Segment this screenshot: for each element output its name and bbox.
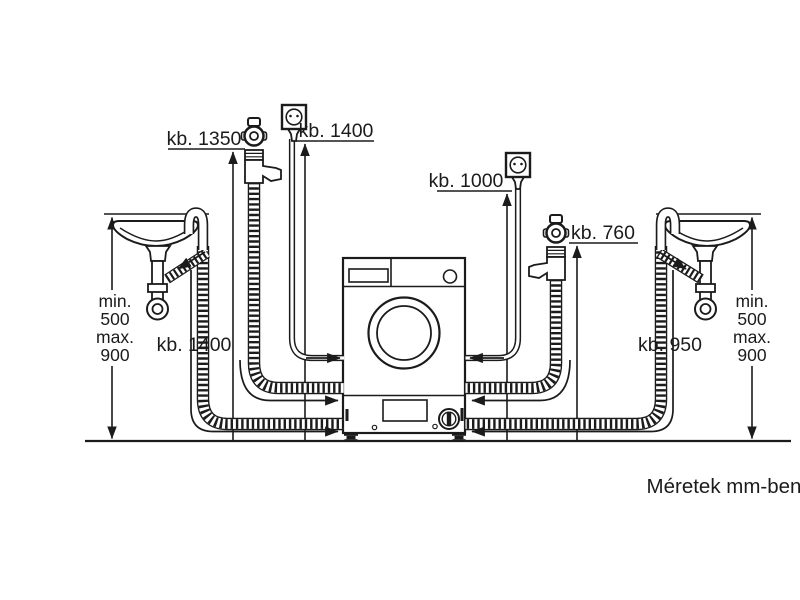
min-label: min. bbox=[735, 291, 768, 311]
label-cord-left: kb. 1400 bbox=[299, 120, 374, 142]
service-flap bbox=[382, 399, 428, 422]
program-knob bbox=[442, 269, 458, 284]
drain-pipe bbox=[151, 260, 164, 302]
label-drain-left: kb. 1400 bbox=[157, 334, 232, 356]
min-value: 500 bbox=[737, 309, 766, 329]
drain-hose-right bbox=[465, 246, 668, 431]
drain-hook-left bbox=[183, 207, 209, 250]
left-sink bbox=[111, 220, 200, 321]
detergent-drawer bbox=[348, 268, 389, 283]
drain-hose-left bbox=[196, 246, 344, 431]
height-range-right: min. 500 max. 900 bbox=[733, 291, 771, 365]
max-value: 900 bbox=[737, 345, 766, 365]
max-label: max. bbox=[733, 327, 771, 347]
supply-hose-left bbox=[247, 182, 344, 395]
connection-arrows bbox=[177, 251, 687, 437]
label-supply-left: kb. 1350 bbox=[167, 128, 242, 150]
max-label: max. bbox=[96, 327, 134, 347]
height-range-left: min. 500 max. 900 bbox=[96, 291, 134, 365]
label-supply-right: kb. 760 bbox=[571, 222, 635, 244]
units-caption: Méretek mm-ben bbox=[647, 475, 800, 498]
min-value: 500 bbox=[100, 309, 129, 329]
min-label: min. bbox=[98, 291, 131, 311]
max-value: 900 bbox=[100, 345, 129, 365]
left-tap-icon bbox=[240, 117, 282, 184]
washing-machine bbox=[341, 256, 467, 442]
left-outlet-icon bbox=[280, 103, 308, 142]
sink-pedestal bbox=[144, 245, 172, 262]
machine-feet bbox=[344, 433, 466, 442]
right-outlet-icon bbox=[504, 151, 532, 191]
right-tap-icon bbox=[527, 213, 570, 282]
label-cord-right: kb. 1000 bbox=[429, 170, 504, 192]
supply-hose-right bbox=[465, 279, 563, 395]
label-drain-right: kb. 950 bbox=[638, 334, 702, 356]
drain-hook-right bbox=[655, 207, 681, 250]
power-cord-right bbox=[465, 187, 522, 362]
power-cord-left bbox=[288, 139, 344, 362]
